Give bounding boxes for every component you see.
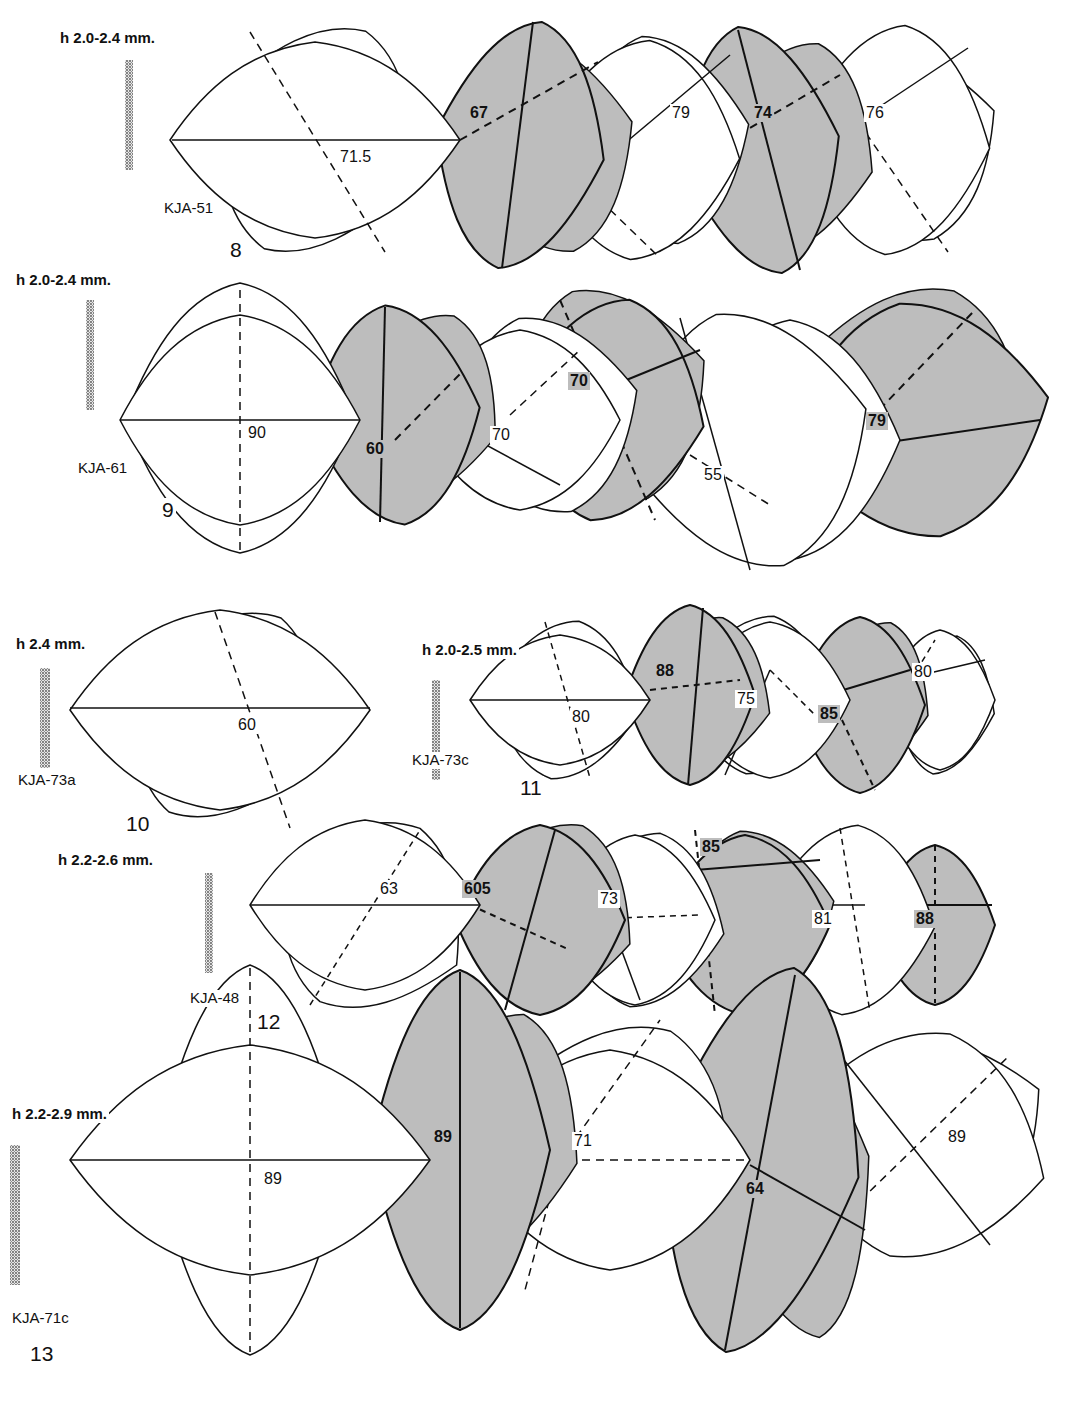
height-range: h 2.2-2.9 mm. bbox=[10, 1106, 109, 1123]
angle-value: 60 bbox=[236, 716, 258, 734]
specimen-id: KJA-51 bbox=[162, 200, 215, 217]
angle-value: 63 bbox=[378, 880, 400, 898]
height-range: h 2.2-2.6 mm. bbox=[56, 852, 155, 869]
angle-value: 76 bbox=[864, 104, 886, 122]
height-range: h 2.0-2.4 mm. bbox=[14, 272, 113, 289]
angle-value: 75 bbox=[735, 690, 757, 708]
figure-number: 13 bbox=[28, 1342, 55, 1365]
specimen-id: KJA-73c bbox=[410, 752, 471, 769]
specimen-id: KJA-48 bbox=[188, 990, 241, 1007]
angle-value: 55 bbox=[702, 466, 724, 484]
angle-value: 81 bbox=[812, 910, 834, 928]
angle-value: 85 bbox=[700, 838, 722, 856]
figure-number: 9 bbox=[160, 498, 176, 521]
height-range: h 2.0-2.5 mm. bbox=[420, 642, 519, 659]
angle-value: 88 bbox=[654, 662, 676, 680]
figure-number: 12 bbox=[255, 1010, 282, 1033]
angle-value: 70 bbox=[568, 372, 590, 390]
figure-number: 11 bbox=[518, 776, 544, 799]
grain bbox=[169, 0, 461, 293]
height-range: h 2.0-2.4 mm. bbox=[58, 30, 157, 47]
angle-value: 89 bbox=[946, 1128, 968, 1146]
angle-value: 70 bbox=[490, 426, 512, 444]
angle-value: 605 bbox=[462, 880, 493, 898]
angle-value: 79 bbox=[866, 412, 888, 430]
angle-value: 60 bbox=[364, 440, 386, 458]
angle-value: 71.5 bbox=[338, 148, 373, 166]
grain bbox=[70, 965, 430, 1355]
angle-value: 67 bbox=[468, 104, 490, 122]
angle-value: 80 bbox=[912, 663, 934, 681]
angle-value: 90 bbox=[246, 424, 268, 442]
grain bbox=[470, 608, 653, 792]
specimen-id: KJA-73a bbox=[16, 772, 78, 789]
angle-value: 80 bbox=[570, 708, 592, 726]
height-range: h 2.4 mm. bbox=[14, 636, 87, 653]
grain bbox=[120, 283, 360, 553]
angle-value: 73 bbox=[598, 890, 620, 908]
angle-value: 64 bbox=[744, 1180, 766, 1198]
angle-value: 74 bbox=[752, 104, 774, 122]
figure-number: 8 bbox=[228, 238, 244, 261]
grain bbox=[70, 568, 370, 862]
figure-number: 10 bbox=[124, 812, 151, 835]
angle-value: 89 bbox=[432, 1128, 454, 1146]
angle-value: 88 bbox=[914, 910, 936, 928]
specimen-id: KJA-71c bbox=[10, 1310, 71, 1327]
angle-value: 89 bbox=[262, 1170, 284, 1188]
angle-value: 85 bbox=[818, 705, 840, 723]
angle-value: 79 bbox=[670, 104, 692, 122]
angle-value: 71 bbox=[572, 1132, 594, 1150]
specimen-id: KJA-61 bbox=[76, 460, 129, 477]
